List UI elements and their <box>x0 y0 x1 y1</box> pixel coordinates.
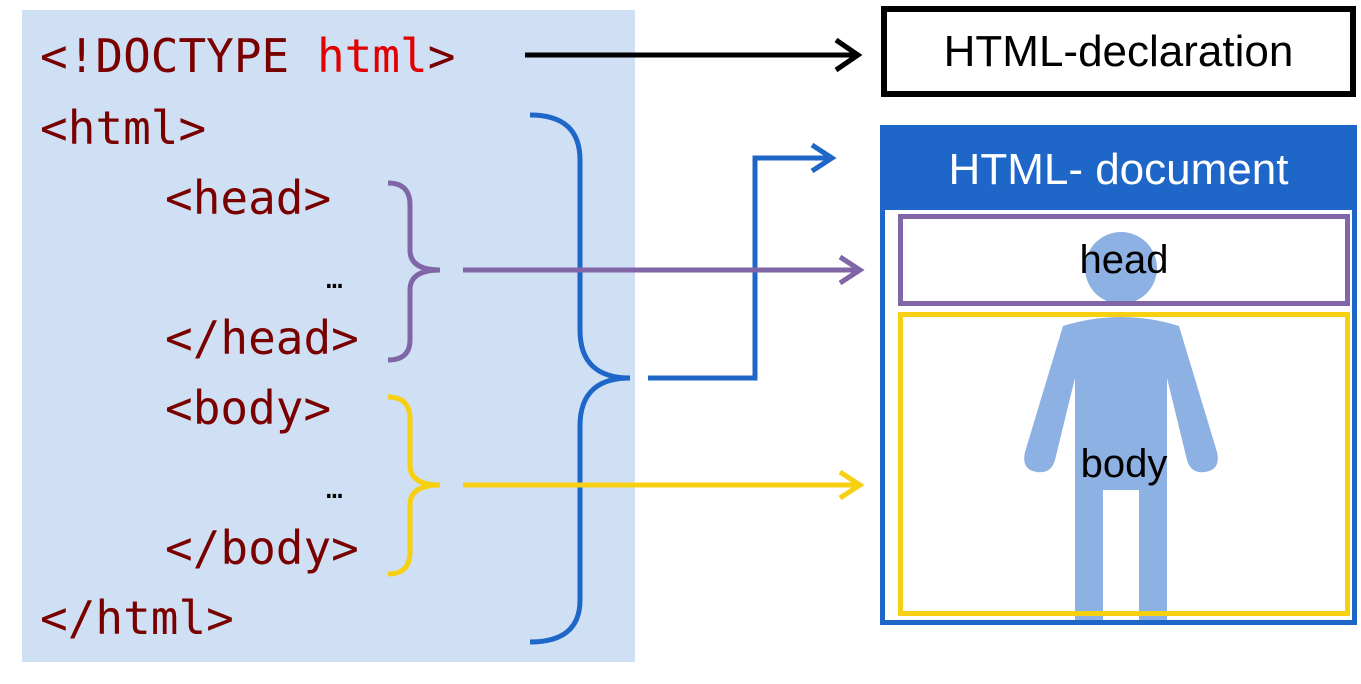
body-open-tag: <body> <box>165 381 332 435</box>
head-arrow <box>463 254 865 286</box>
body-brace <box>387 394 441 577</box>
doctype-line: <!DOCTYPE html> <box>40 33 455 79</box>
declaration-arrow <box>525 37 863 73</box>
head-open-tag: <head> <box>165 171 332 225</box>
document-frame: HTML- document head body <box>880 125 1357 625</box>
document-arrow <box>648 142 837 381</box>
html-brace <box>529 112 631 645</box>
head-brace <box>387 180 441 363</box>
html-close-tag: </html> <box>40 591 234 645</box>
body-close-tag: </body> <box>165 521 359 575</box>
body-arrow <box>463 469 865 501</box>
head-box: head <box>898 214 1350 306</box>
code-panel <box>22 10 635 662</box>
body-ellipsis: … <box>326 472 343 505</box>
head-ellipsis: … <box>326 262 343 295</box>
doctype-open: <!DOCTYPE <box>40 29 317 83</box>
doctype-close: > <box>427 29 456 83</box>
declaration-box: HTML-declaration <box>881 6 1356 97</box>
body-box: body <box>898 312 1350 616</box>
html-open-tag: <html> <box>40 101 207 155</box>
doctype-keyword: html <box>316 29 428 83</box>
document-header: HTML- document <box>885 130 1352 210</box>
head-close-tag: </head> <box>165 311 359 365</box>
person-icon <box>1024 232 1218 620</box>
